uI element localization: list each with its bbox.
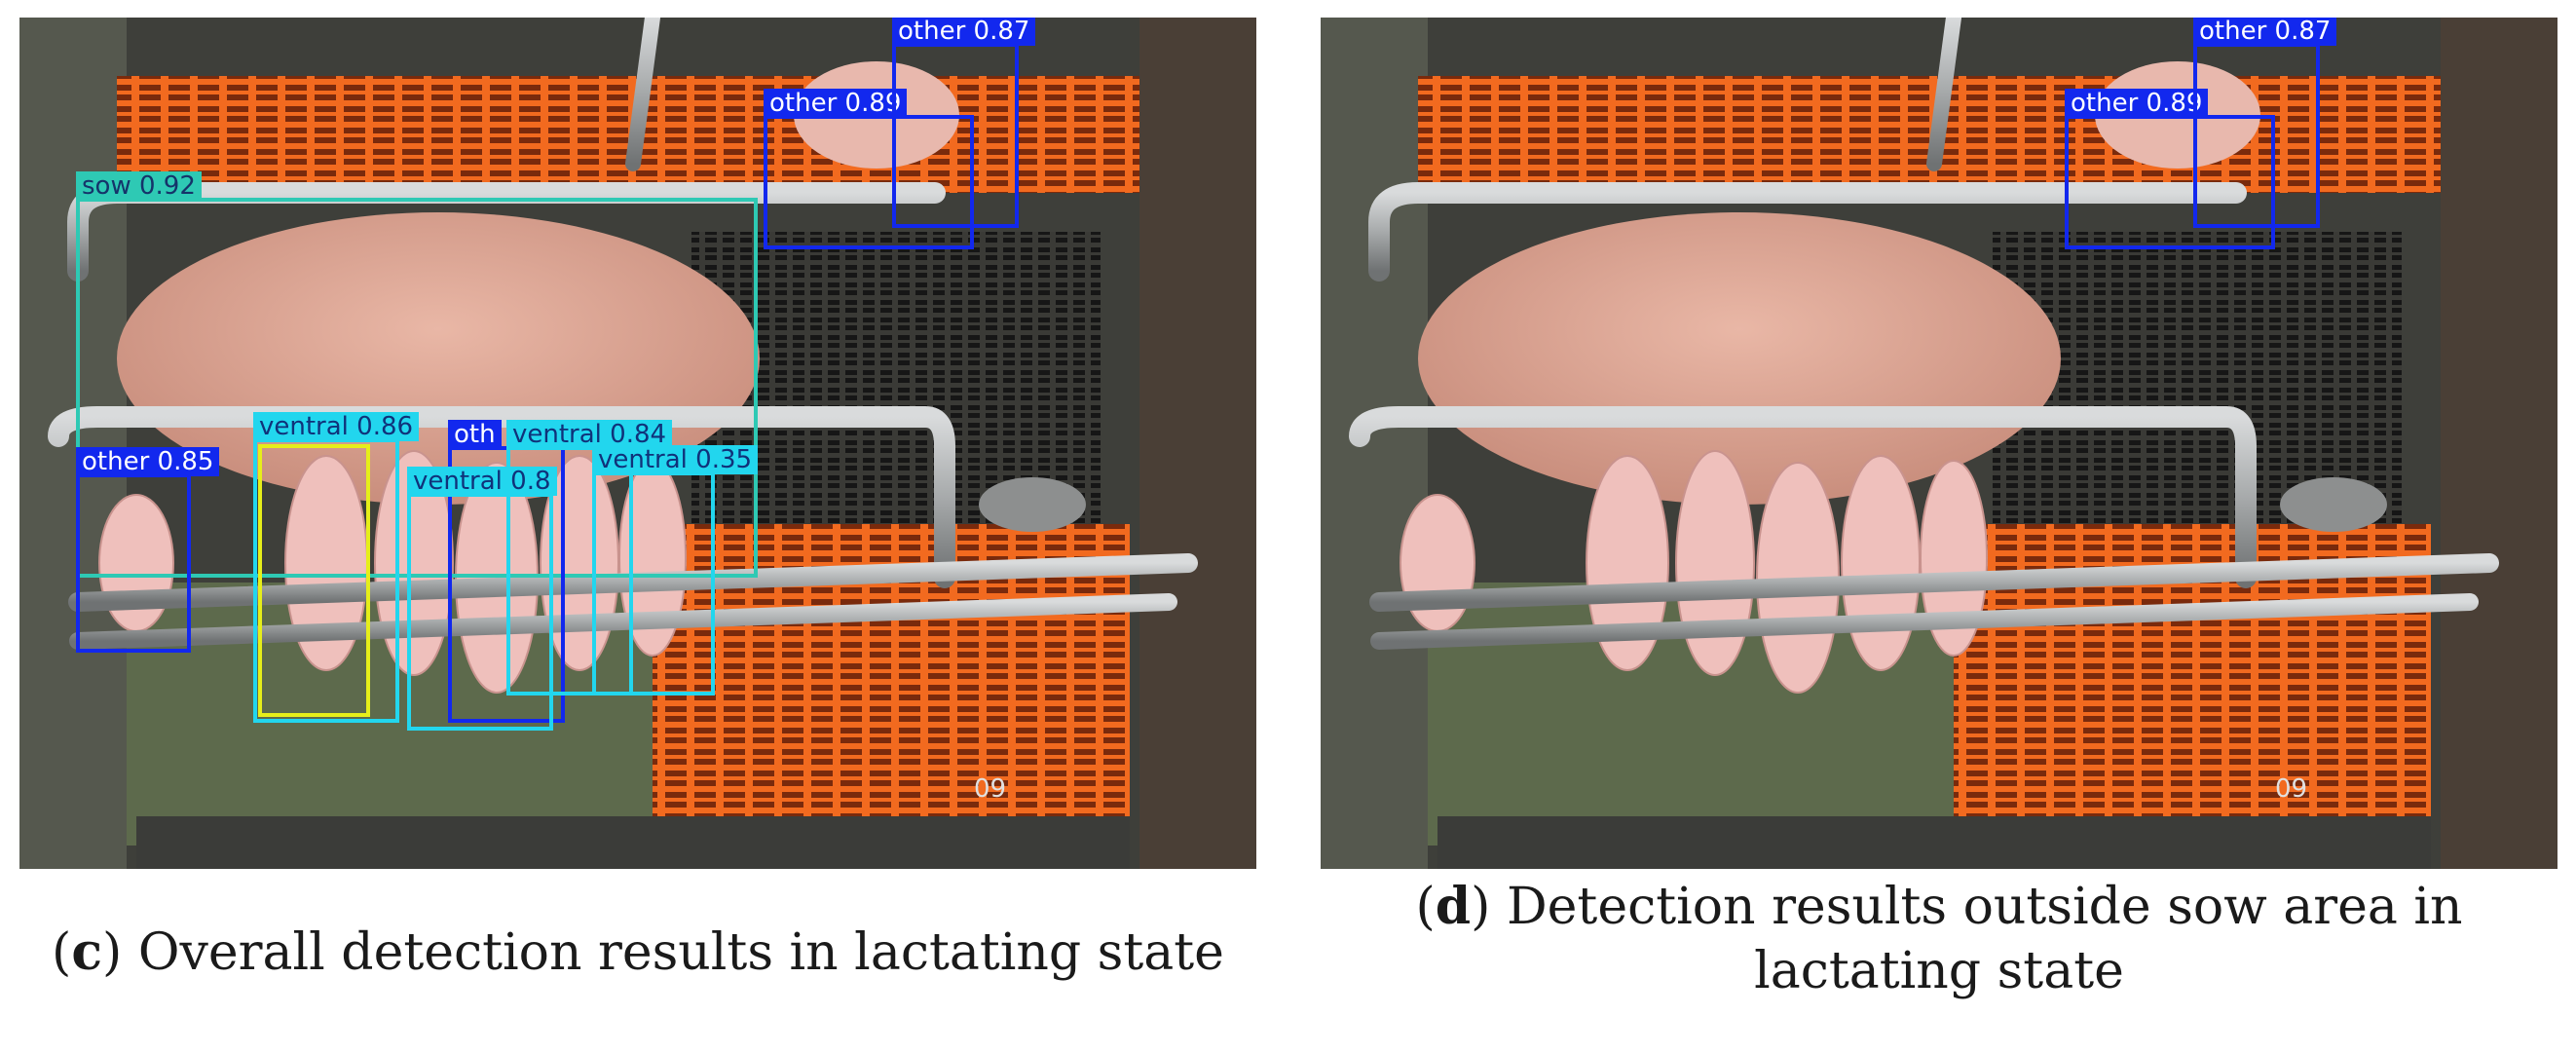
detection-label: other 0.89 — [764, 89, 908, 118]
detection-box-other: other 0.85 — [76, 447, 220, 653]
detection-box-ventral: ventral 0.35 — [592, 445, 759, 696]
camera-number: 09 — [974, 774, 1006, 804]
detection-label: ventral 0.84 — [506, 420, 673, 449]
caption-letter: c — [71, 922, 103, 982]
farrowing-pen-scene: 09 — [19, 18, 1256, 869]
detection-label: ventral 0.86 — [253, 412, 420, 441]
farrowing-pen-scene: 09 — [1321, 18, 2557, 869]
detection-box-other: other 0.87 — [2193, 18, 2337, 228]
panel-c-photo: 09 sow 0.92 other 0.89 other 0.87 other … — [19, 18, 1256, 869]
camera-number: 09 — [2275, 774, 2307, 804]
caption-c: (c) Overall detection results in lactati… — [52, 922, 1224, 982]
caption-letter: d — [1435, 877, 1472, 936]
detection-label: other 0.85 — [76, 447, 220, 476]
crate-rails — [1349, 18, 2499, 650]
detection-box-ventral: ventral 0.84 — [506, 420, 673, 696]
panel-d-photo: 09 other 0.89 other 0.87 — [1321, 18, 2557, 869]
detection-box-ventral-highlight — [258, 444, 370, 717]
caption-d: (d) Detection results outside sow area i… — [1415, 877, 2463, 1000]
detection-box-sow: sow 0.92 — [76, 171, 758, 578]
detection-label: other 0.89 — [2065, 89, 2209, 118]
detection-box-other: other 0.89 — [2065, 89, 2275, 249]
sow-body — [1418, 212, 2061, 505]
detection-box-other: other 0.87 — [892, 18, 1036, 228]
caption-text-line2: lactating state — [1754, 942, 2124, 1000]
caption-text: Overall detection results in lactating s… — [137, 923, 1224, 982]
detection-label: other 0.87 — [892, 18, 1036, 46]
detection-label: ventral 0.8 — [407, 467, 557, 496]
piglets-group — [98, 450, 687, 694]
detection-label: sow 0.92 — [76, 171, 202, 201]
detection-box-other: other 0.89 — [764, 89, 974, 249]
caption-text-line1: Detection results outside sow area in — [1506, 878, 2463, 936]
detection-label: oth — [448, 420, 502, 449]
detection-box-ventral: ventral 0.86 — [253, 412, 420, 723]
detection-label: ventral 0.35 — [592, 445, 759, 474]
detection-box-ventral: ventral 0.8 — [407, 467, 557, 731]
detection-label: other 0.87 — [2193, 18, 2337, 46]
